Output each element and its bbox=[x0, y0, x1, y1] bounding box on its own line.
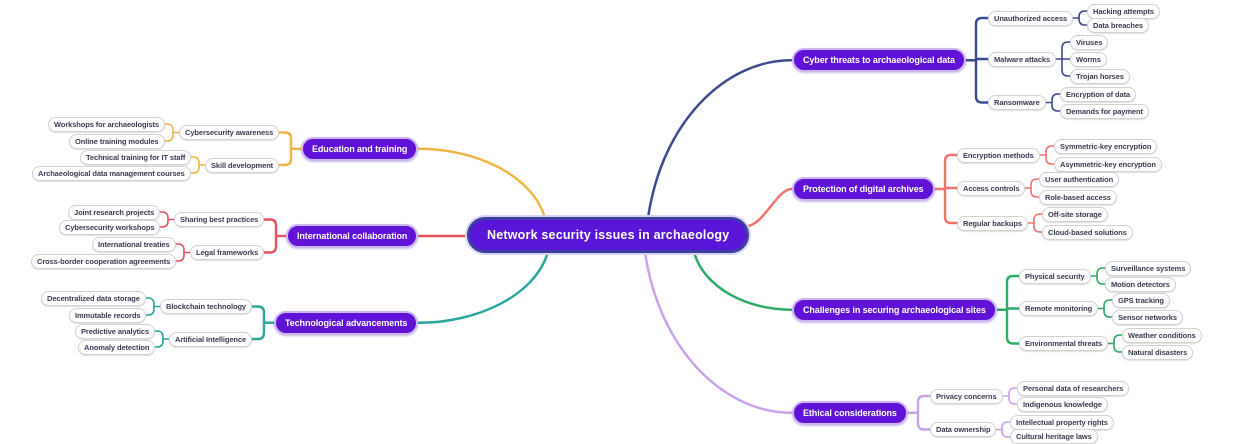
link-central-protection-digital-archives bbox=[745, 187, 793, 228]
leaf-cross-border-cooperation-agreements[interactable]: Cross-border cooperation agreements bbox=[31, 254, 177, 269]
link-challenges-securing-sites-sub0-leaves bbox=[1096, 267, 1106, 285]
leaf-international-treaties[interactable]: International treaties bbox=[92, 237, 176, 252]
link-technological-advancements-subtopics bbox=[250, 305, 266, 341]
leaf-surveillance-systems[interactable]: Surveillance systems bbox=[1105, 261, 1192, 276]
subtopic-environmental-threats[interactable]: Environmental threats bbox=[1019, 336, 1109, 351]
branch-ethical-considerations[interactable]: Ethical considerations bbox=[792, 401, 908, 425]
link-central-challenges-securing-sites bbox=[692, 250, 793, 311]
link-ethical-considerations-subtopics bbox=[916, 394, 932, 431]
link-challenges-securing-sites-sub2-leaves bbox=[1113, 334, 1123, 353]
leaf-motion-detectors[interactable]: Motion detectors bbox=[1105, 277, 1176, 292]
leaf-encryption-of-data[interactable]: Encryption of data bbox=[1060, 87, 1137, 102]
leaf-off-site-storage[interactable]: Off-site storage bbox=[1042, 207, 1108, 222]
subtopic-remote-monitoring[interactable]: Remote monitoring bbox=[1019, 301, 1099, 316]
leaf-joint-research-projects[interactable]: Joint research projects bbox=[68, 205, 161, 220]
link-central-ethical-considerations bbox=[643, 250, 793, 414]
leaf-archaeological-data-management-courses[interactable]: Archaeological data management courses bbox=[32, 166, 191, 181]
leaf-asymmetric-key-encryption[interactable]: Asymmetric-key encryption bbox=[1054, 157, 1162, 172]
leaf-user-authentication[interactable]: User authentication bbox=[1039, 172, 1120, 187]
link-cyber-threats-subtopics bbox=[974, 16, 990, 104]
subtopic-ransomware[interactable]: Ransomware bbox=[988, 95, 1046, 110]
leaf-indigenous-knowledge[interactable]: Indigenous knowledge bbox=[1017, 397, 1108, 412]
link-ethical-considerations-sub1-leaves bbox=[1001, 421, 1011, 438]
leaf-predictive-analytics[interactable]: Predictive analytics bbox=[75, 324, 156, 339]
leaf-decentralized-data-storage[interactable]: Decentralized data storage bbox=[41, 291, 146, 306]
link-international-collaboration-subtopics bbox=[262, 218, 278, 254]
branch-cyber-threats[interactable]: Cyber threats to archaeological data bbox=[792, 48, 966, 72]
link-protection-digital-archives-sub2-leaves bbox=[1033, 213, 1043, 233]
link-protection-digital-archives-sub1-leaves bbox=[1030, 178, 1040, 198]
leaf-cloud-based-solutions[interactable]: Cloud-based solutions bbox=[1042, 225, 1133, 240]
branch-international-collaboration[interactable]: International collaboration bbox=[286, 224, 419, 248]
branch-protection-digital-archives[interactable]: Protection of digital archives bbox=[792, 177, 935, 201]
subtopic-artificial-intelligence[interactable]: Artificial Intelligence bbox=[169, 332, 253, 347]
link-technological-advancements-sub1-leaves bbox=[154, 330, 164, 348]
link-technological-advancements-sub0-leaves bbox=[145, 297, 155, 316]
branch-technological-advancements[interactable]: Technological advancements bbox=[274, 311, 419, 335]
leaf-anomaly-detection[interactable]: Anomaly detection bbox=[78, 340, 156, 355]
link-challenges-securing-sites-subtopics bbox=[1005, 274, 1021, 345]
leaf-personal-data-of-researchers[interactable]: Personal data of researchers bbox=[1017, 381, 1130, 396]
leaf-immutable-records[interactable]: Immutable records bbox=[69, 308, 147, 323]
leaf-symmetric-key-encryption[interactable]: Symmetric-key encryption bbox=[1054, 139, 1158, 154]
link-education-training-sub0-leaves bbox=[164, 123, 174, 142]
leaf-demands-for-payment[interactable]: Demands for payment bbox=[1060, 104, 1149, 119]
leaf-worms[interactable]: Worms bbox=[1070, 52, 1107, 67]
subtopic-encryption-methods[interactable]: Encryption methods bbox=[957, 148, 1040, 163]
link-international-collaboration-sub0-leaves bbox=[159, 211, 169, 228]
link-central-education-training bbox=[417, 147, 547, 220]
subtopic-cybersecurity-awareness[interactable]: Cybersecurity awareness bbox=[179, 125, 280, 140]
leaf-weather-conditions[interactable]: Weather conditions bbox=[1122, 328, 1202, 343]
leaf-role-based-access[interactable]: Role-based access bbox=[1039, 190, 1117, 205]
leaf-intellectual-property-rights[interactable]: Intellectual property rights bbox=[1010, 415, 1114, 430]
leaf-online-training-modules[interactable]: Online training modules bbox=[69, 134, 165, 149]
link-cyber-threats-sub2-leaves bbox=[1051, 93, 1061, 112]
link-ethical-considerations-sub0-leaves bbox=[1008, 387, 1018, 405]
subtopic-access-controls[interactable]: Access controls bbox=[957, 181, 1026, 196]
link-central-cyber-threats bbox=[646, 59, 793, 220]
link-challenges-securing-sites-sub1-leaves bbox=[1103, 299, 1113, 318]
subtopic-privacy-concerns[interactable]: Privacy concerns bbox=[930, 389, 1003, 404]
subtopic-physical-security[interactable]: Physical security bbox=[1019, 269, 1091, 284]
link-cyber-threats-sub1-leaves bbox=[1061, 41, 1071, 77]
subtopic-data-ownership[interactable]: Data ownership bbox=[930, 422, 997, 437]
leaf-trojan-horses[interactable]: Trojan horses bbox=[1070, 69, 1130, 84]
subtopic-skill-development[interactable]: Skill development bbox=[205, 158, 280, 173]
link-international-collaboration-sub1-leaves bbox=[175, 243, 185, 262]
subtopic-regular-backups[interactable]: Regular backups bbox=[957, 216, 1028, 231]
leaf-data-breaches[interactable]: Data breaches bbox=[1087, 18, 1149, 33]
leaf-technical-training-for-it-staff[interactable]: Technical training for IT staff bbox=[80, 150, 192, 165]
link-cyber-threats-sub0-leaves bbox=[1078, 10, 1088, 26]
link-education-training-subtopics bbox=[277, 131, 293, 167]
subtopic-legal-frameworks[interactable]: Legal frameworks bbox=[190, 245, 265, 260]
link-education-training-sub1-leaves bbox=[190, 156, 200, 174]
branch-education-training[interactable]: Education and training bbox=[301, 137, 419, 161]
leaf-viruses[interactable]: Viruses bbox=[1070, 35, 1109, 50]
leaf-gps-tracking[interactable]: GPS tracking bbox=[1112, 293, 1170, 308]
leaf-cultural-heritage-laws[interactable]: Cultural heritage laws bbox=[1010, 429, 1098, 444]
leaf-sensor-networks[interactable]: Sensor networks bbox=[1112, 310, 1183, 325]
leaf-natural-disasters[interactable]: Natural disasters bbox=[1122, 345, 1194, 360]
link-central-technological-advancements bbox=[417, 250, 550, 324]
leaf-workshops-for-archaeologists[interactable]: Workshops for archaeologists bbox=[48, 117, 166, 132]
leaf-hacking-attempts[interactable]: Hacking attempts bbox=[1087, 4, 1160, 19]
subtopic-malware-attacks[interactable]: Malware attacks bbox=[988, 52, 1057, 67]
subtopic-blockchain-technology[interactable]: Blockchain technology bbox=[160, 299, 252, 314]
leaf-cybersecurity-workshops[interactable]: Cybersecurity workshops bbox=[59, 220, 161, 235]
central-topic[interactable]: Network security issues in archaeology bbox=[467, 217, 750, 253]
link-protection-digital-archives-sub0-leaves bbox=[1045, 145, 1055, 165]
subtopic-unauthorized-access[interactable]: Unauthorized access bbox=[988, 11, 1074, 26]
subtopic-sharing-best-practices[interactable]: Sharing best practices bbox=[174, 212, 265, 227]
link-protection-digital-archives-subtopics bbox=[943, 153, 959, 225]
branch-challenges-securing-sites[interactable]: Challenges in securing archaeological si… bbox=[792, 298, 997, 322]
